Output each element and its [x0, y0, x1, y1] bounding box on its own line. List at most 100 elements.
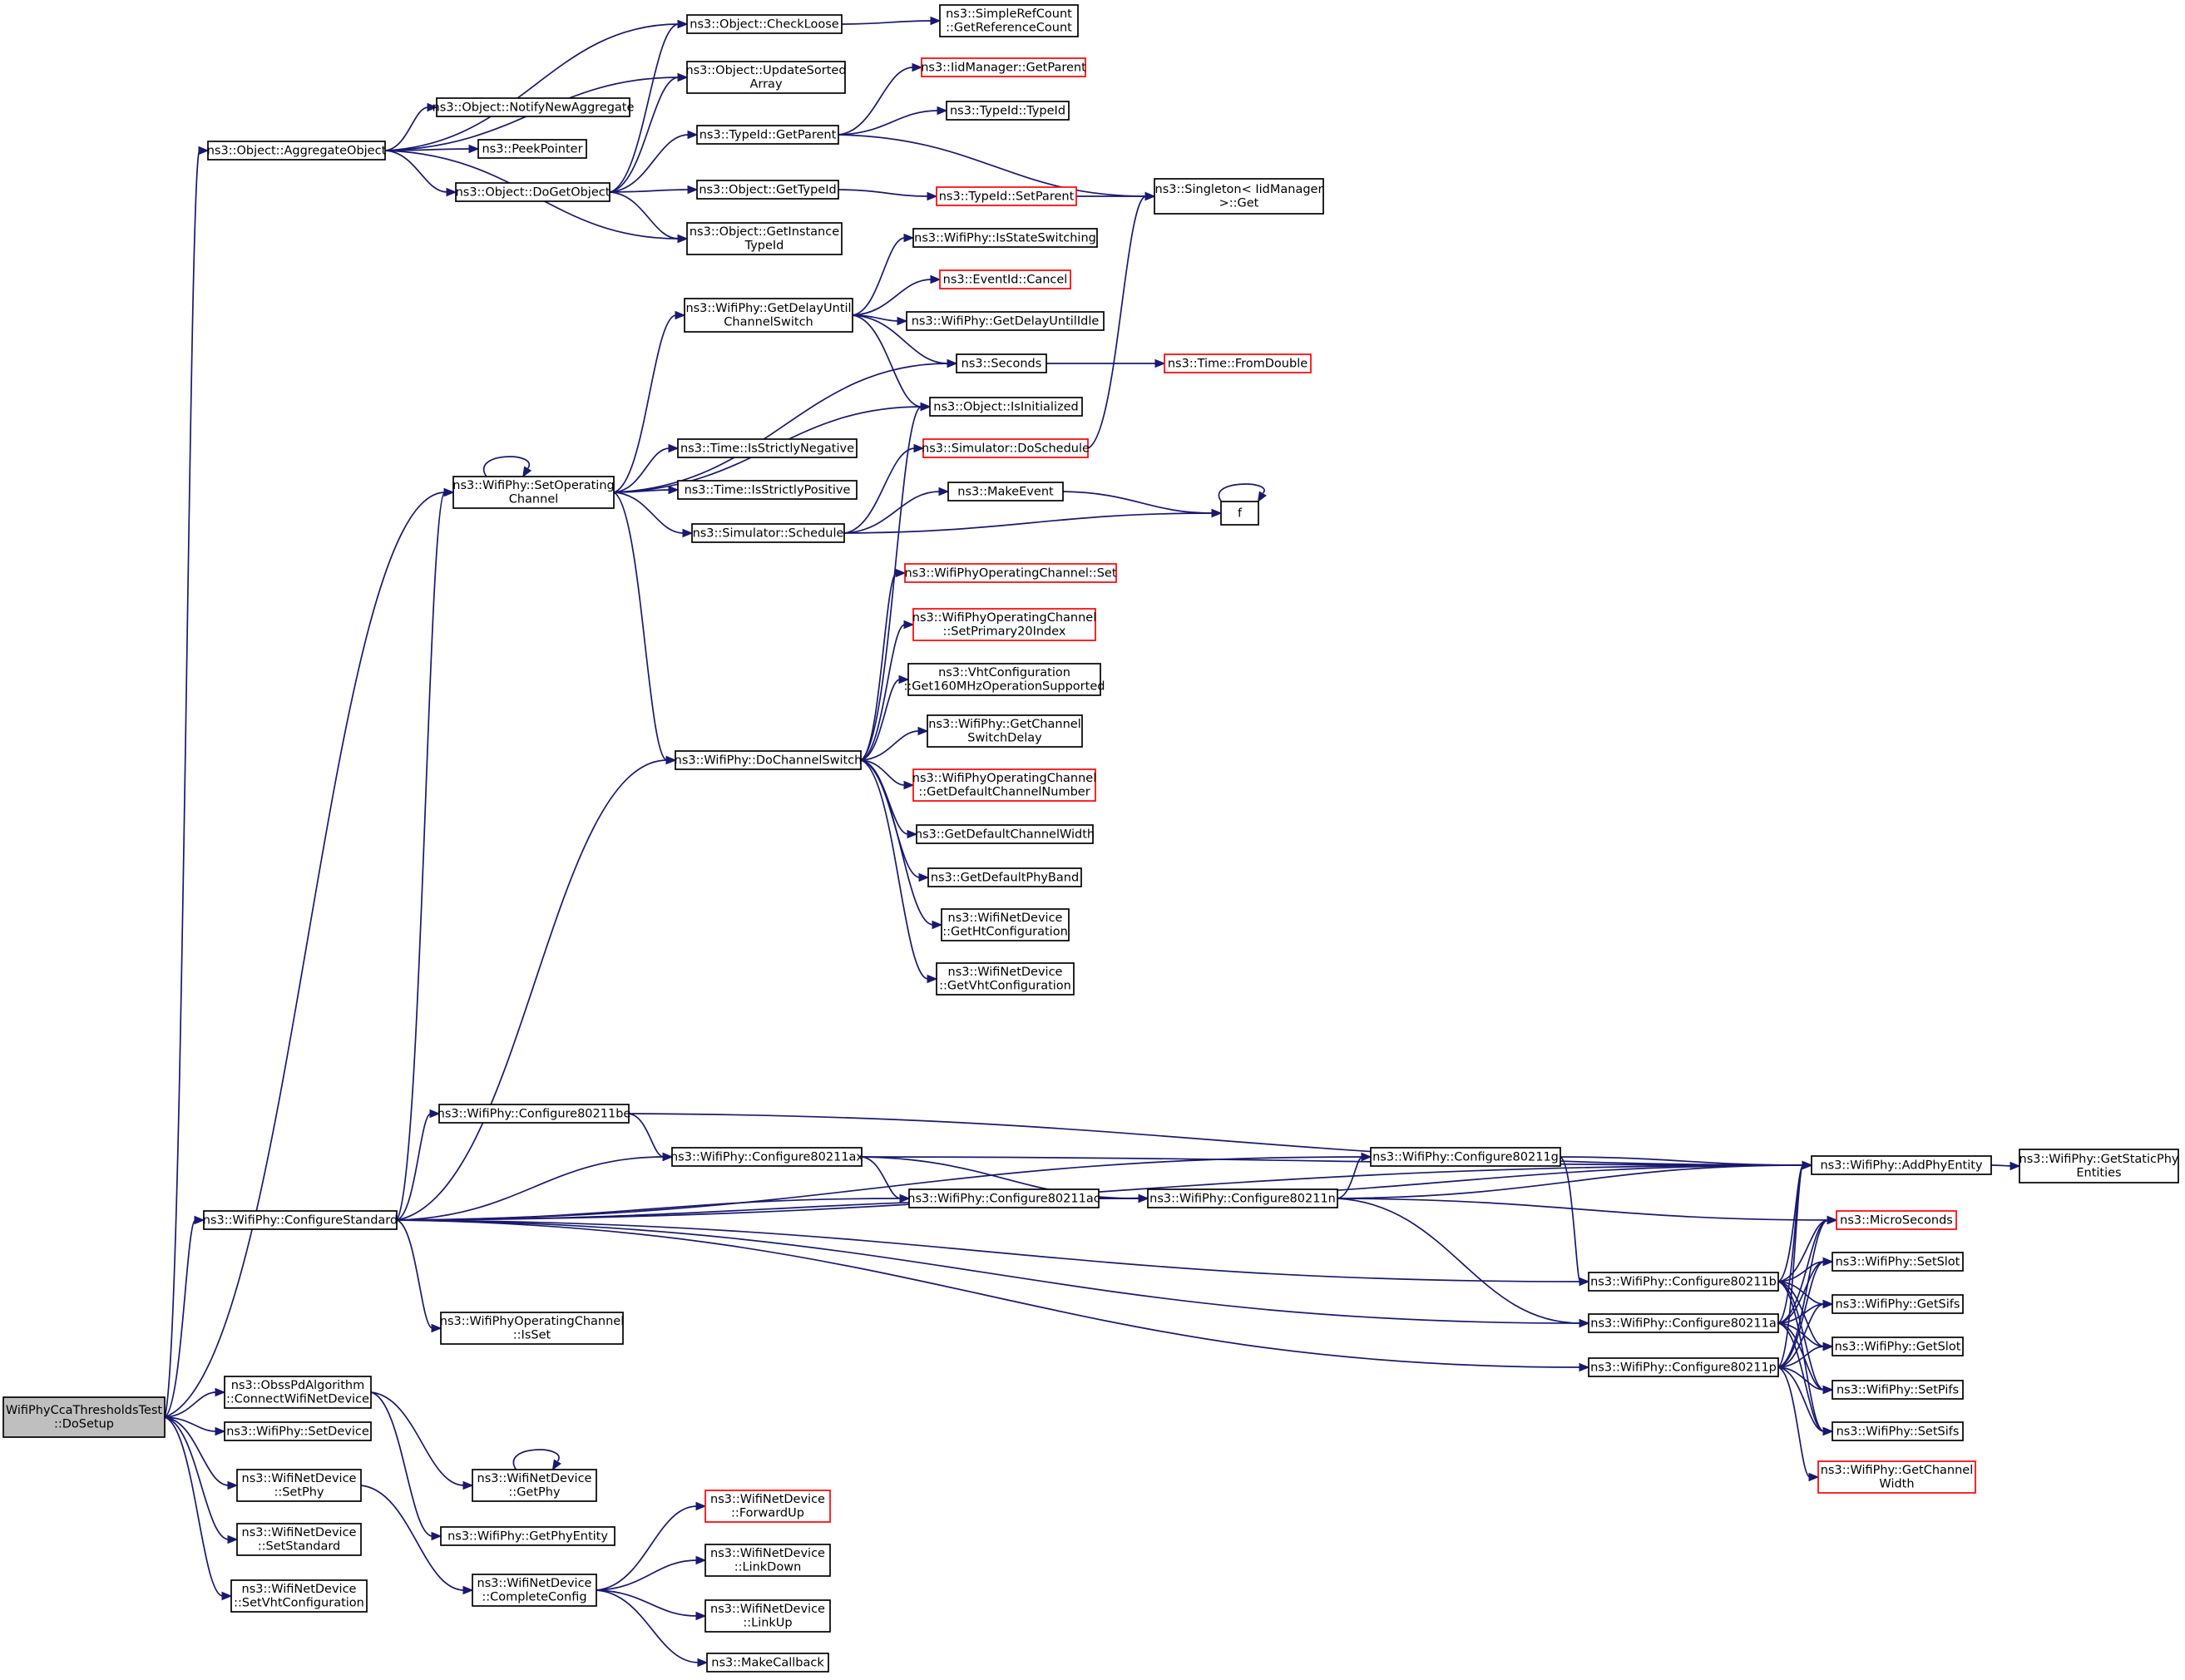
- node-addphy[interactable]: ns3::WifiPhy::AddPhyEntity: [1811, 1155, 1992, 1175]
- node-label: ::LinkDown: [734, 1561, 802, 1574]
- node-opchset[interactable]: ns3::WifiPhyOperatingChannel::Set: [904, 563, 1117, 583]
- arrowhead: [1361, 1152, 1372, 1162]
- node-c80211p[interactable]: ns3::WifiPhy::Configure80211p: [1588, 1357, 1779, 1377]
- node-dochsw[interactable]: ns3::WifiPhy::DoChannelSwitch: [675, 750, 863, 770]
- node-simdoschedule[interactable]: ns3::Simulator::DoSchedule: [922, 438, 1090, 458]
- node-makecallback[interactable]: ns3::MakeCallback: [706, 1653, 829, 1673]
- node-microseconds[interactable]: ns3::MicroSeconds: [1836, 1210, 1957, 1230]
- node-fromdouble[interactable]: ns3::Time::FromDouble: [1164, 353, 1312, 373]
- node-setphy[interactable]: ns3::WifiNetDevice::SetPhy: [236, 1469, 362, 1502]
- call-edge-dogetobject-to-checkloose: [609, 19, 689, 193]
- node-root[interactable]: WifiPhyCcaThresholdsTest::DoSetup: [2, 1396, 166, 1438]
- node-wndgetphy[interactable]: ns3::WifiNetDevice::GetPhy: [472, 1469, 597, 1502]
- node-linkdown[interactable]: ns3::WifiNetDevice::LinkDown: [704, 1544, 831, 1577]
- node-box: [684, 298, 853, 333]
- node-c80211n[interactable]: ns3::WifiPhy::Configure80211n: [1147, 1188, 1338, 1208]
- arrowhead: [898, 674, 910, 684]
- node-setdevice[interactable]: ns3::WifiPhy::SetDevice: [224, 1421, 372, 1441]
- node-box: [1220, 501, 1259, 526]
- node-typeidtypeid[interactable]: ns3::TypeId::TypeId: [946, 101, 1070, 121]
- node-getdefchwidth[interactable]: ns3::GetDefaultChannelWidth: [915, 824, 1095, 844]
- node-notifynew[interactable]: ns3::Object::NotifyNewAggregate: [433, 97, 635, 117]
- node-setpifs[interactable]: ns3::WifiPhy::SetPifs: [1832, 1380, 1964, 1400]
- edge-line: [396, 1219, 1581, 1368]
- arrowhead: [429, 1109, 441, 1119]
- call-edge-setopch-to-setopch: [483, 456, 532, 478]
- node-dogetobject[interactable]: ns3::Object::DoGetObject: [455, 182, 611, 202]
- node-gethtconf[interactable]: ns3::WifiNetDevice::GetHtConfiguration: [941, 908, 1070, 941]
- node-isstrictpos[interactable]: ns3::Time::IsStrictlyPositive: [677, 480, 858, 500]
- call-edge-c80211p-to-getsifs: [1777, 1299, 1834, 1368]
- node-seconds[interactable]: ns3::Seconds: [956, 353, 1047, 373]
- edge-line: [164, 150, 200, 1418]
- node-completeconfig[interactable]: ns3::WifiNetDevice::CompleteConfig: [472, 1574, 597, 1607]
- node-isstrictneg[interactable]: ns3::Time::IsStrictlyNegative: [677, 438, 858, 458]
- node-makeevent[interactable]: ns3::MakeEvent: [947, 482, 1064, 502]
- node-checkloose[interactable]: ns3::Object::CheckLoose: [686, 14, 843, 34]
- node-setprimary[interactable]: ns3::WifiPhyOperatingChannel::SetPrimary…: [912, 608, 1096, 641]
- node-label: ns3::Seconds: [961, 357, 1042, 370]
- node-simplerefcount[interactable]: ns3::SimpleRefCount::GetReferenceCount: [939, 4, 1079, 37]
- arrowhead: [1579, 1318, 1590, 1328]
- node-simschedule[interactable]: ns3::Simulator::Schedule: [691, 523, 845, 543]
- node-getsifs[interactable]: ns3::WifiPhy::GetSifs: [1832, 1294, 1964, 1314]
- edge-line: [384, 148, 471, 151]
- node-box: [1832, 1421, 1964, 1441]
- node-aggregate[interactable]: ns3::Object::AggregateObject: [207, 141, 387, 161]
- arrowhead: [427, 102, 438, 112]
- node-configstd[interactable]: ns3::WifiPhy::ConfigureStandard: [203, 1210, 398, 1230]
- node-linkup[interactable]: ns3::WifiNetDevice::LinkUp: [704, 1599, 831, 1633]
- node-peekpointer[interactable]: ns3::PeekPointer: [477, 139, 587, 159]
- node-getslot[interactable]: ns3::WifiPhy::GetSlot: [1832, 1337, 1964, 1356]
- node-opchisset[interactable]: ns3::WifiPhyOperatingChannel::IsSet: [440, 1312, 624, 1345]
- node-c80211b[interactable]: ns3::WifiPhy::Configure80211b: [1588, 1272, 1779, 1292]
- node-forwardup[interactable]: ns3::WifiNetDevice::ForwardUp: [704, 1490, 831, 1523]
- node-getdelayidle[interactable]: ns3::WifiPhy::GetDelayUntilIdle: [906, 311, 1105, 331]
- call-edges: [164, 16, 2021, 1668]
- node-typeidsetparent[interactable]: ns3::TypeId::SetParent: [936, 186, 1077, 206]
- node-label: ns3::MakeEvent: [957, 485, 1054, 498]
- node-isstatesw[interactable]: ns3::WifiPhy::IsStateSwitching: [912, 228, 1098, 248]
- node-iidmgetparent[interactable]: ns3::IidManager::GetParent: [921, 57, 1086, 77]
- node-setsifs[interactable]: ns3::WifiPhy::SetSifs: [1832, 1421, 1964, 1441]
- node-getvhtconf[interactable]: ns3::WifiNetDevice::GetVhtConfiguration: [936, 962, 1075, 996]
- node-c80211ac[interactable]: ns3::WifiPhy::Configure80211ac: [907, 1188, 1100, 1208]
- node-obss[interactable]: ns3::ObssPdAlgorithm::ConnectWifiNetDevi…: [224, 1376, 372, 1409]
- node-c80211be[interactable]: ns3::WifiPhy::Configure80211be: [437, 1104, 631, 1124]
- node-eventcancel[interactable]: ns3::EventId::Cancel: [939, 269, 1071, 289]
- node-setslot[interactable]: ns3::WifiPhy::SetSlot: [1832, 1252, 1964, 1272]
- node-setvht[interactable]: ns3::WifiNetDevice::SetVhtConfiguration: [230, 1579, 368, 1613]
- node-isinit[interactable]: ns3::Object::IsInitialized: [929, 397, 1083, 417]
- arrowhead: [1257, 491, 1267, 503]
- node-c80211ax[interactable]: ns3::WifiPhy::Configure80211ax: [670, 1147, 863, 1167]
- edge-line: [860, 572, 897, 761]
- node-getdefchnum[interactable]: ns3::WifiPhyOperatingChannel::GetDefault…: [912, 768, 1096, 802]
- edge-line: [860, 759, 906, 786]
- node-singleton[interactable]: ns3::Singleton< IidManager >::Get: [1154, 178, 1324, 215]
- node-f[interactable]: f: [1220, 501, 1259, 526]
- edge-line: [370, 1391, 433, 1537]
- node-vhtget160[interactable]: ns3::VhtConfiguration::Get160MHzOperatio…: [904, 663, 1105, 696]
- edge-line: [860, 679, 901, 761]
- node-getdefphyband[interactable]: ns3::GetDefaultPhyBand: [927, 867, 1082, 887]
- node-c80211a[interactable]: ns3::WifiPhy::Configure80211a: [1588, 1313, 1779, 1333]
- node-label: ns3::Time::IsStrictlyNegative: [680, 442, 854, 455]
- node-setstandard[interactable]: ns3::WifiNetDevice::SetStandard: [236, 1523, 362, 1556]
- node-objgettypeid[interactable]: ns3::Object::GetTypeId: [696, 180, 839, 200]
- arrowhead: [932, 920, 943, 930]
- node-c80211g[interactable]: ns3::WifiPhy::Configure80211g: [1370, 1147, 1561, 1167]
- node-box: [704, 1544, 831, 1577]
- node-typeidgetparent[interactable]: ns3::TypeId::GetParent: [696, 125, 839, 145]
- edge-line: [609, 189, 690, 193]
- edge-line: [609, 23, 680, 193]
- node-box: [947, 482, 1064, 502]
- arrowhead: [903, 780, 915, 790]
- node-getphyentity[interactable]: ns3::WifiPhy::GetPhyEntity: [440, 1526, 615, 1546]
